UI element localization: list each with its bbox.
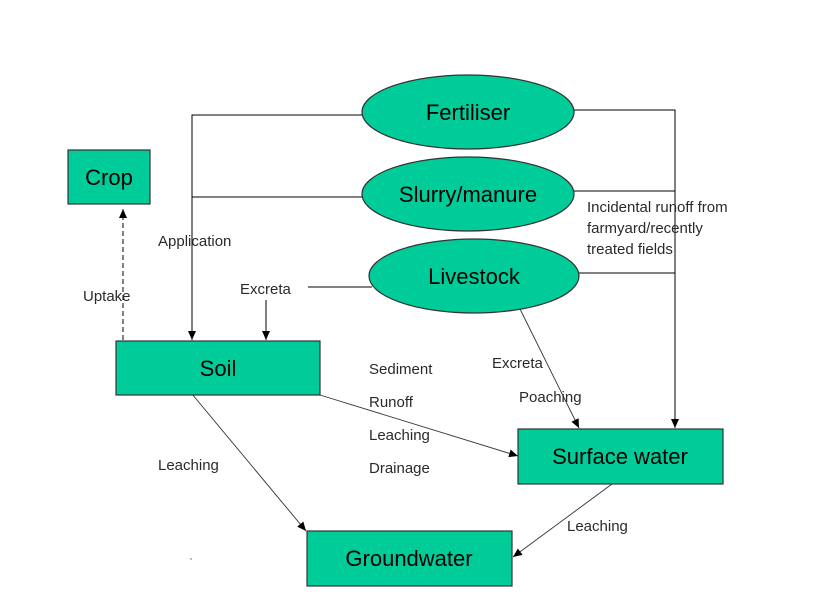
label-uptake: Uptake xyxy=(83,288,131,305)
node-label: Fertiliser xyxy=(426,100,510,125)
node-slurry-manure: Slurry/manure xyxy=(361,156,575,232)
node-label: Livestock xyxy=(428,264,521,289)
node-label: Groundwater xyxy=(345,546,472,571)
node-label: Soil xyxy=(200,356,237,381)
soil-to-surface-water-arrow xyxy=(319,394,519,458)
stray-dot xyxy=(190,558,192,560)
label-incidental-runoff-3: treated fields xyxy=(587,241,673,258)
node-label: Surface water xyxy=(552,444,688,469)
application-arrow-fertiliser xyxy=(188,114,362,340)
label-application: Application xyxy=(158,233,231,250)
label-runoff: Runoff xyxy=(369,394,414,411)
label-incidental-runoff-2: farmyard/recently xyxy=(587,220,703,237)
label-incidental-runoff-1: Incidental runoff from xyxy=(587,199,728,216)
node-livestock: Livestock xyxy=(368,238,580,314)
node-crop: Crop xyxy=(67,149,151,205)
edge-labels: Application Uptake Excreta Incidental ru… xyxy=(83,199,728,535)
surface-to-groundwater-arrow xyxy=(512,483,613,558)
label-poaching: Poaching xyxy=(519,389,582,406)
label-excreta-soil: Excreta xyxy=(240,281,292,298)
label-leaching-soil-surface: Leaching xyxy=(369,427,430,444)
label-leaching-soil-groundwater: Leaching xyxy=(158,457,219,474)
node-label: Crop xyxy=(85,165,133,190)
label-sediment: Sediment xyxy=(369,361,433,378)
incidental-runoff-arrow xyxy=(574,109,679,428)
node-soil: Soil xyxy=(115,340,321,396)
node-surface-water: Surface water xyxy=(517,428,724,485)
excreta-poaching-arrow xyxy=(518,306,580,429)
label-excreta-surface-water: Excreta xyxy=(492,355,544,372)
node-fertiliser: Fertiliser xyxy=(361,74,575,150)
label-drainage: Drainage xyxy=(369,460,430,477)
soil-to-groundwater-arrow xyxy=(191,393,307,532)
node-groundwater: Groundwater xyxy=(306,530,513,587)
label-leaching-surface-groundwater: Leaching xyxy=(567,518,628,535)
node-label: Slurry/manure xyxy=(399,182,537,207)
connectors xyxy=(119,109,679,558)
